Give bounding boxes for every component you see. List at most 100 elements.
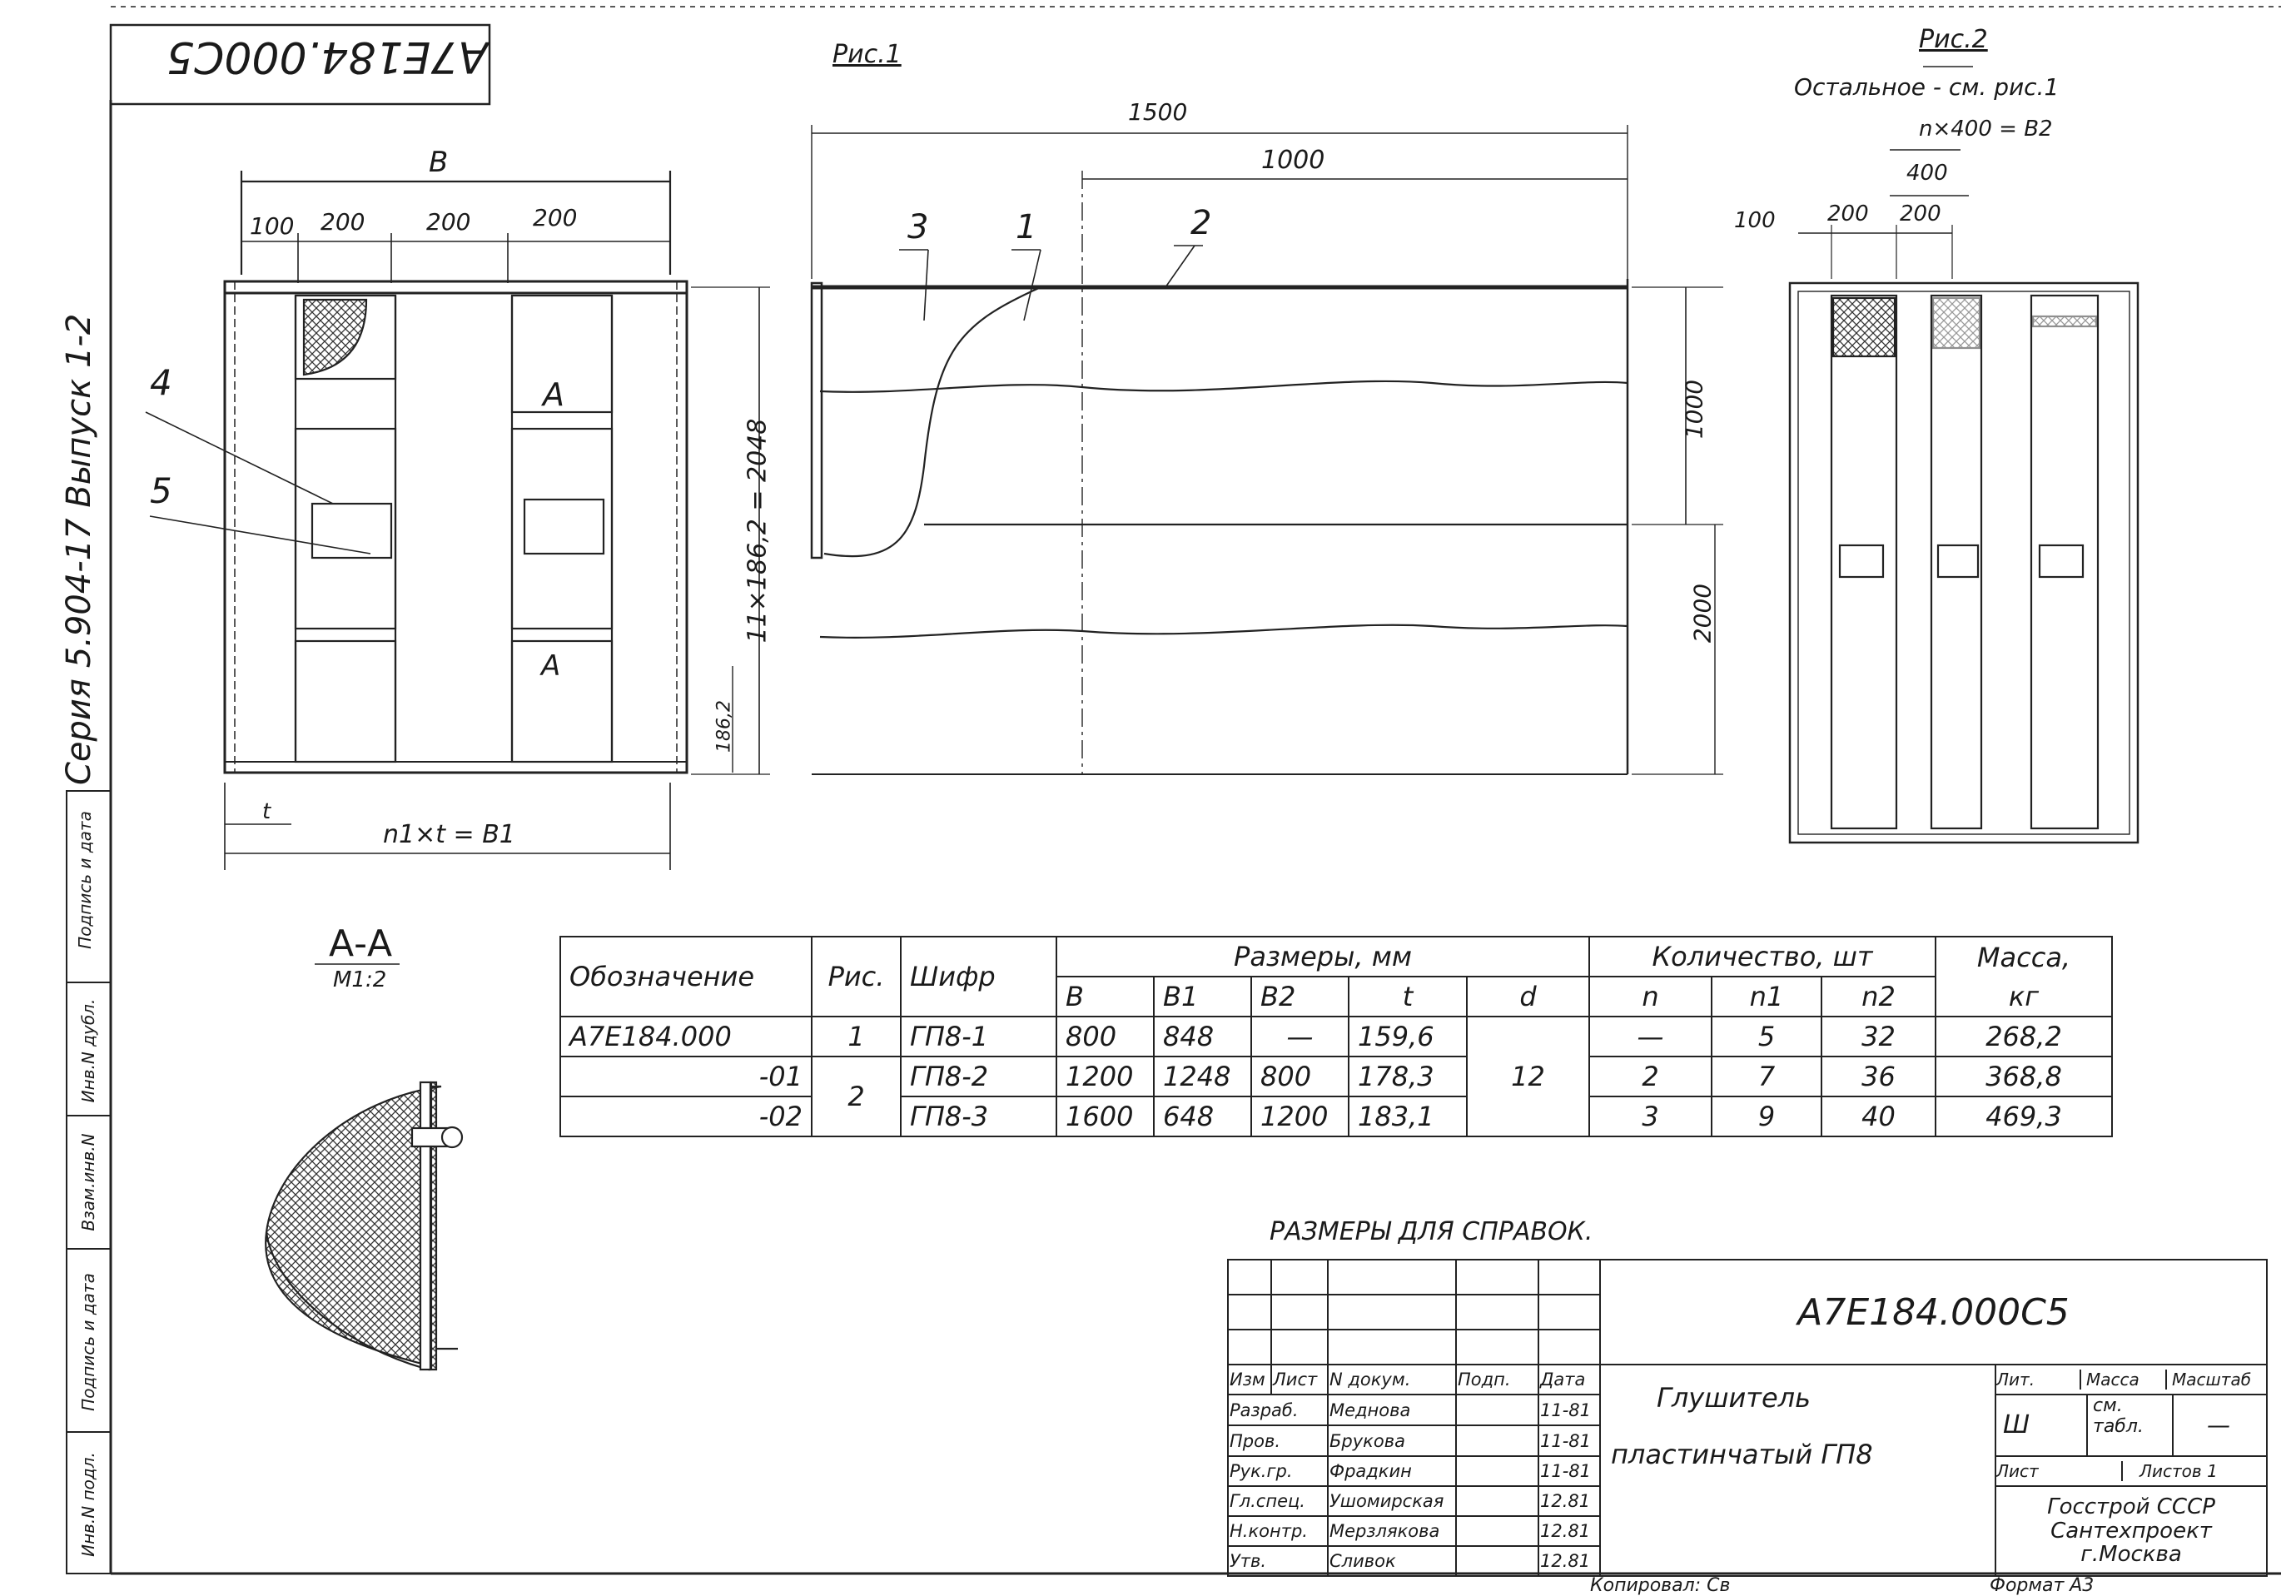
format-label: Формат А3: [1990, 1575, 2095, 1596]
role-cell: Рук.гр.: [1227, 1455, 1329, 1487]
title-line-2: пластинчатый ГП8: [1611, 1438, 1873, 1470]
callout-1: 1: [1016, 208, 1037, 246]
series-text: Серия 5.904-17 Выпуск 1-2: [60, 313, 98, 785]
fig2-dim-200b: 200: [1900, 201, 1941, 226]
hdr-B: В: [1056, 976, 1155, 1017]
fig2-view: [1788, 149, 2139, 844]
dim-1000-top: 1000: [1261, 146, 1325, 175]
role-cell: Н.контр.: [1227, 1515, 1329, 1547]
front-view: [145, 171, 770, 870]
lit-value: Ш: [1997, 1396, 2088, 1454]
hdr-d: d: [1466, 976, 1590, 1017]
lit-label: Лит.: [1997, 1370, 2081, 1390]
cell-d: 12: [1466, 1016, 1590, 1137]
spec-header-row-2: В В1 В2 t d n n1 n2 кг: [560, 976, 2113, 1017]
hdr-mass-unit: кг: [1935, 977, 2113, 1017]
title-line-1: Глушитель: [1657, 1381, 1811, 1414]
margin-label-4: Подпись и дата: [78, 1273, 98, 1411]
name-cell: Фрадкин: [1327, 1455, 1457, 1487]
dim-t: t: [262, 799, 271, 824]
cell-B1: 1248: [1153, 1056, 1252, 1097]
fig1-label: Рис.1: [832, 40, 902, 69]
date-cell: 12.81: [1538, 1515, 1601, 1547]
section-label: А-А: [329, 922, 393, 965]
hdr-designation: Обозначение: [559, 936, 813, 1017]
table-row: -01 2 ГП8-2 1200 1248 800 178,3 2 7 36 3…: [559, 1056, 2113, 1137]
section-scale: М1:2: [333, 967, 387, 992]
dim-height: 11×186,2 = 2048: [743, 418, 773, 644]
cell-B: 1600: [1056, 1096, 1155, 1137]
cell-mass: 469,3: [1935, 1096, 2113, 1137]
cell-n2: 36: [1821, 1056, 1936, 1097]
role-cell: Разраб.: [1227, 1394, 1329, 1426]
fig2-note: Остальное - см. рис.1: [1794, 73, 2060, 101]
org-line-1: Госстрой СССР: [2047, 1494, 2215, 1520]
callout-3: 3: [907, 208, 929, 246]
cell-t: 183,1: [1348, 1096, 1468, 1137]
mass-value: см. табл.: [2088, 1396, 2174, 1454]
dim-v1000: 1000: [1680, 379, 1708, 440]
date-cell: 12.81: [1538, 1545, 1601, 1577]
cell-n2: 40: [1821, 1096, 1936, 1137]
cell-B1: 848: [1153, 1016, 1252, 1057]
title-doc-code: А7Е184.000С5: [1599, 1259, 2268, 1365]
cell-fig: 2: [811, 1056, 902, 1137]
name-cell: Ушомирская: [1327, 1485, 1457, 1517]
side-view: [810, 125, 1723, 775]
fig2-formula: n×400 = В2: [1919, 117, 2053, 142]
section-mark-a1: А: [543, 376, 564, 413]
scale-label: Масштаб: [2172, 1370, 2252, 1390]
name-cell: Мерзлякова: [1327, 1515, 1457, 1547]
date-cell: 11-81: [1538, 1424, 1601, 1457]
cell-designation: -02: [559, 1096, 813, 1137]
hdr-code: Шифр: [900, 936, 1057, 1017]
dim-bottom: n1×t = В1: [383, 820, 515, 849]
role-cell: Пров.: [1227, 1424, 1329, 1457]
org-line-2: Сантехпроект: [2050, 1518, 2212, 1544]
margin-label-1: Подпись и дата: [75, 811, 95, 949]
fig2-dim-100: 100: [1734, 208, 1776, 233]
col-izm: Изм: [1227, 1364, 1272, 1395]
cell-B2: 1200: [1250, 1096, 1349, 1137]
margin-label-5: Инв.N подл.: [78, 1452, 98, 1557]
cell-B: 1200: [1056, 1056, 1155, 1097]
col-list: Лист: [1270, 1364, 1329, 1395]
cell-B: 800: [1056, 1016, 1155, 1057]
scale-value: —: [2207, 1411, 2230, 1439]
hdr-sizes: Размеры, мм: [1056, 936, 1590, 977]
copied-by: Копировал: Св: [1590, 1575, 1731, 1596]
dim-right-small: 186,2: [713, 700, 735, 753]
col-podp: Подп.: [1455, 1364, 1539, 1395]
col-ndoc: N докум.: [1327, 1364, 1457, 1395]
cell-n1: 7: [1711, 1056, 1822, 1097]
mass-label: Масса: [2081, 1370, 2167, 1390]
role-cell: Утв.: [1227, 1545, 1329, 1577]
dim-1500: 1500: [1128, 98, 1188, 126]
callout-4: 4: [150, 362, 172, 403]
hdr-n: n: [1588, 976, 1712, 1017]
cell-mass: 268,2: [1935, 1016, 2113, 1057]
sheet-label: Лист: [1997, 1461, 2123, 1481]
fig2-label: Рис.2: [1919, 25, 1988, 54]
cell-designation: А7Е184.000: [559, 1016, 813, 1057]
cell-B1: 648: [1153, 1096, 1252, 1137]
hdr-n1: n1: [1711, 976, 1822, 1017]
fig2-dim-200a: 200: [1827, 201, 1869, 226]
callout-2: 2: [1190, 204, 1212, 242]
hdr-B1: В1: [1153, 976, 1252, 1017]
dim-v2000: 2000: [1688, 583, 1717, 644]
hdr-fig: Рис.: [811, 936, 902, 1017]
hdr-qty: Количество, шт: [1588, 936, 1936, 977]
fig2-400: 400: [1906, 161, 1948, 186]
hdr-t: t: [1348, 976, 1468, 1017]
callout-5: 5: [150, 470, 172, 511]
hdr-B2: В2: [1250, 976, 1349, 1017]
cell-B2: —: [1250, 1016, 1349, 1057]
sheets-label: Листов 1: [2139, 1461, 2218, 1481]
cell-t: 178,3: [1348, 1056, 1468, 1097]
dim-top-200a: 200: [321, 208, 365, 236]
cell-n: 3: [1588, 1096, 1712, 1137]
cell-n1: 9: [1711, 1096, 1822, 1137]
dim-top-100: 100: [250, 212, 295, 240]
